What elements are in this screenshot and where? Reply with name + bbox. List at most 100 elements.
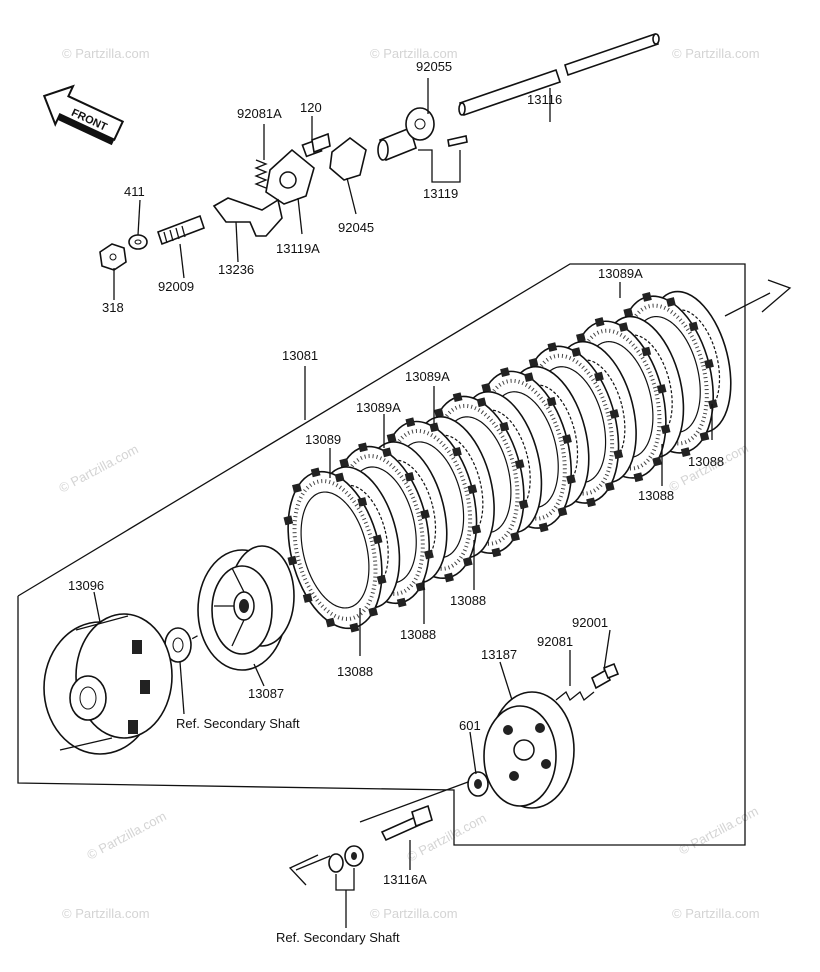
watermark: © Partzilla.com [370, 46, 458, 61]
plate-tab [420, 509, 430, 520]
label-92001: 92001 [572, 615, 608, 630]
label-13116A: 13116A [383, 872, 427, 887]
plate-tab [688, 321, 699, 332]
label-13088: 13088 [337, 664, 373, 679]
label-13096: 13096 [68, 578, 104, 593]
plate-tab [325, 617, 336, 628]
label-ref-secondary-shaft: Ref. Secondary Shaft [276, 930, 400, 945]
plate-tab [514, 459, 525, 470]
plate-tab [444, 572, 454, 583]
plate-tab [594, 371, 604, 382]
plate-tab [357, 497, 368, 507]
plate-tab [557, 506, 568, 517]
plate-tab [528, 357, 539, 368]
plate-tab [349, 622, 360, 633]
watermark: © Partzilla.com [84, 808, 168, 862]
plate-tab [538, 522, 549, 533]
plate-tab [594, 317, 605, 327]
plate-tab [302, 593, 313, 603]
label-13088: 13088 [638, 488, 674, 503]
watermark: © Partzilla.com [672, 46, 760, 61]
front-arrow-icon: FRONT [42, 84, 125, 146]
plate-tab [358, 442, 368, 453]
label-411: 411 [124, 184, 145, 199]
plate-tab [467, 484, 478, 495]
label-13088: 13088 [688, 454, 724, 469]
plate-tab [562, 434, 572, 444]
clutch-housing-13096 [43, 613, 173, 755]
watermark: © Partzilla.com [62, 906, 150, 921]
label-92045: 92045 [338, 220, 374, 235]
watermark: © Partzilla.com [62, 46, 150, 61]
label-92081A: 92081A [237, 106, 282, 121]
label-13089A: 13089A [356, 400, 401, 415]
plate-tab [699, 431, 710, 442]
plate-tab [476, 397, 487, 408]
bolt-92009 [156, 214, 206, 246]
plate-tab [586, 497, 596, 508]
plate-tab [434, 408, 444, 418]
bolt-92001 [590, 662, 620, 690]
plate-tab [704, 359, 714, 369]
plate-tab [499, 421, 510, 432]
part-labels: 92055 13116 92081A 120 13119 92045 411 9… [68, 59, 724, 945]
plate-tab [566, 474, 576, 485]
clutch-hub-13087 [197, 545, 295, 671]
label-601: 601 [459, 718, 481, 733]
plate-tab [613, 449, 624, 460]
plate-tab [339, 458, 350, 468]
plate-tab [481, 382, 492, 393]
plate-tab [404, 472, 415, 482]
leader-lines [93, 78, 713, 928]
axis-arrow-icon [761, 279, 792, 313]
plate-tab [642, 292, 652, 302]
lever-13119A [265, 148, 315, 205]
plate-tab [452, 392, 463, 403]
plate-tab [524, 372, 534, 383]
plate-tab [652, 456, 662, 467]
assembly-boundary [17, 263, 746, 846]
plate-tab [372, 534, 383, 545]
plate-tab [310, 467, 321, 478]
watermark: © Partzilla.com [370, 906, 458, 921]
plate-tab [609, 409, 620, 419]
clutch-plate-stack [283, 290, 732, 633]
lever-13236 [212, 197, 283, 237]
spring-92081 [555, 690, 595, 702]
plate-tab [708, 399, 718, 409]
spring-92081A [254, 159, 268, 189]
plate-tab [452, 446, 462, 457]
plate-tab [415, 581, 426, 592]
plate-tab [376, 574, 387, 585]
plate-tab [287, 555, 298, 566]
plate-tab [571, 347, 582, 357]
watermark: © Partzilla.com [672, 906, 760, 921]
label-13089: 13089 [305, 432, 341, 447]
plate-tab [680, 447, 691, 458]
plate-tab [510, 531, 520, 542]
watermark: © Partzilla.com [676, 803, 760, 857]
label-13088: 13088 [450, 593, 486, 608]
plate-tab [660, 424, 671, 435]
label-13236: 13236 [218, 262, 254, 277]
plate-tab [623, 307, 634, 318]
plate-tab [462, 556, 473, 567]
label-13088: 13088 [400, 627, 436, 642]
friction-plate [283, 467, 387, 633]
label-13089A: 13089A [598, 266, 643, 281]
label-13119A: 13119A [276, 241, 320, 256]
plate-tab [547, 342, 558, 352]
axis-line [724, 292, 771, 317]
plate-tab [429, 422, 440, 433]
plate-tab [604, 481, 615, 492]
pressure-plate-13187 [483, 691, 575, 809]
plate-tab [546, 396, 557, 407]
plate-tab [518, 499, 529, 510]
bolt-120 [301, 132, 331, 158]
plate-tab [283, 515, 294, 526]
plate-tab [396, 597, 407, 608]
axis-line [295, 855, 331, 871]
plate-tab [471, 524, 482, 535]
plate-tab [633, 472, 644, 483]
